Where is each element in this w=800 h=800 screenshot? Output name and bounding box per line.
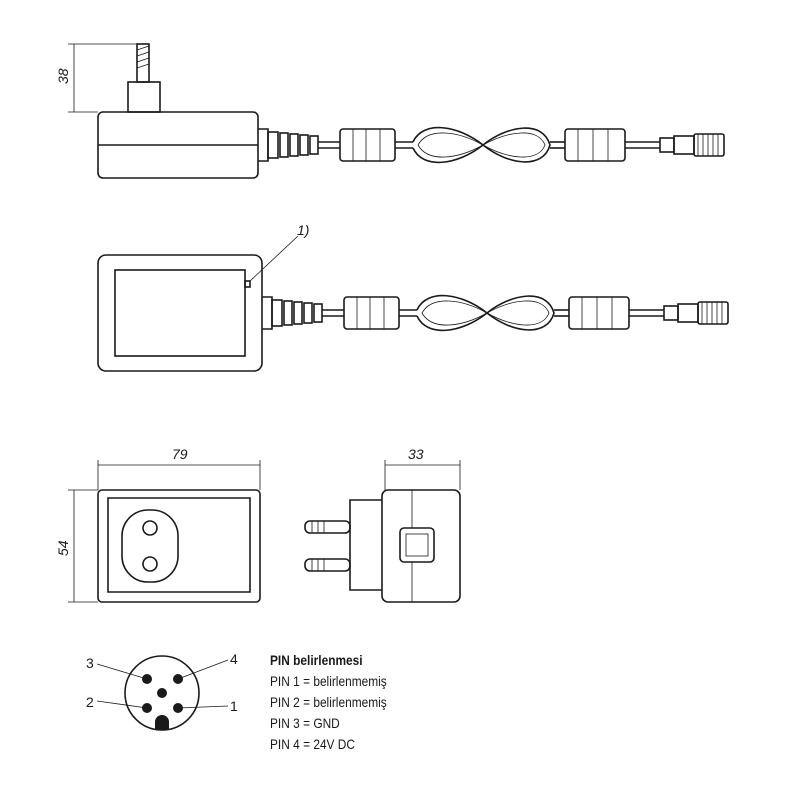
pin-assignment-row: PIN 3 = GND [270, 715, 340, 731]
pin-assignment-row: PIN 1 = belirlenmemiş [270, 673, 387, 689]
pin-label-3: 3 [86, 655, 94, 671]
pin-assignment-title: PIN belirlenmesi [270, 652, 363, 668]
pin-assignment-row: PIN 2 = belirlenmemiş [270, 694, 387, 710]
plug-side-view: 33 [304, 446, 461, 603]
top-view: 1) [97, 222, 729, 372]
connector-pin-diagram: 3 4 2 1 [86, 651, 238, 731]
pin-label-4: 4 [230, 651, 238, 667]
pin-label-1: 1 [230, 698, 238, 714]
pin-assignment-legend: PIN belirlenmesi PIN 1 = belirlenmemiş P… [270, 650, 387, 755]
dim-depth: 33 [408, 446, 424, 462]
dim-plug-height: 38 [55, 68, 71, 84]
side-view: 38 [55, 43, 725, 179]
dim-height: 54 [55, 540, 71, 556]
pin-assignment-row: PIN 4 = 24V DC [270, 736, 355, 752]
pin-label-2: 2 [86, 694, 94, 710]
front-view: 79 54 [55, 446, 261, 603]
dim-width: 79 [172, 446, 188, 462]
footnote-marker: 1) [297, 222, 309, 238]
